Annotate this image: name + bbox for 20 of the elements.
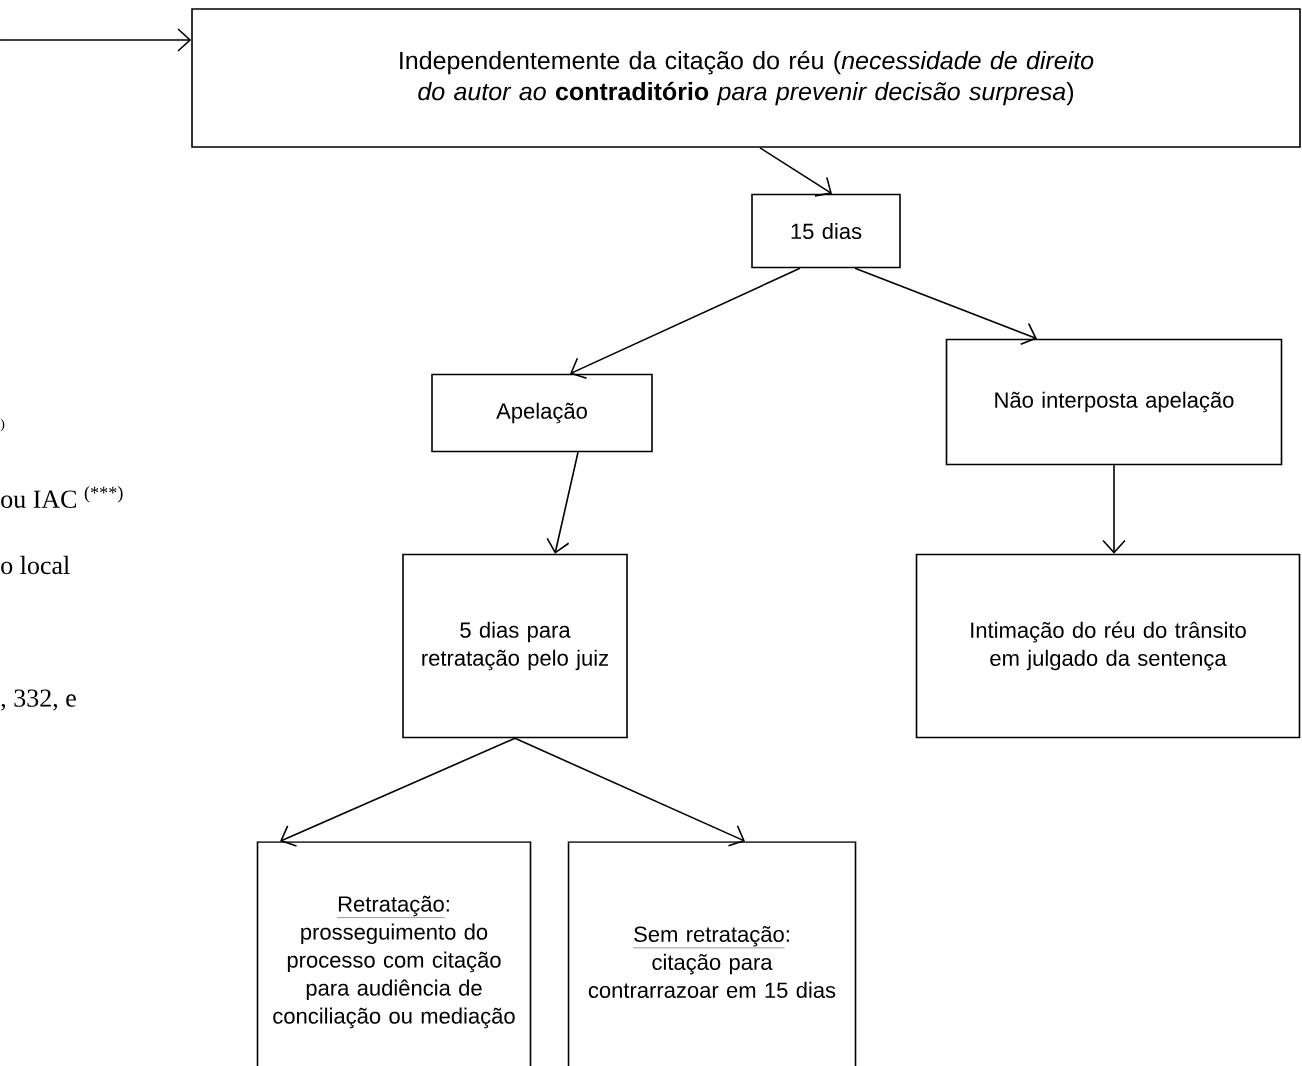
process-box: Sem retratação: citação para contrarrazoar em 15 dias [567,841,857,1066]
process-box: Intimação do réu do trânsito em julgado da sentença [915,553,1301,739]
arrow [514,737,745,847]
note-text: ou IAC $^{(***)}$ [1,486,123,508]
process-box: Não interposta apelação [945,338,1283,466]
arrow [1102,464,1126,554]
process-box: 5 dias para retratação pelo juiz [402,553,628,739]
note-text: o local [1,555,70,575]
process-box: 15 dias [751,193,901,269]
note-text: ) [0,418,5,432]
process-box: Independentemente da citação do réu (necessidade de direito do autor ao contraditório para prevenir decisão surpresa) [191,8,1301,148]
arrow [546,451,579,554]
arrow [759,147,832,197]
process-box: Apelação [431,373,653,453]
arrow [280,737,516,847]
process-box: Retratação: prosseguimento do processo com citação para audiência de conciliação ou mediação [256,841,532,1066]
arrow [570,267,801,379]
note-text: , 332, e [1,689,76,711]
arrow [854,267,1037,345]
arrow [0,28,192,52]
